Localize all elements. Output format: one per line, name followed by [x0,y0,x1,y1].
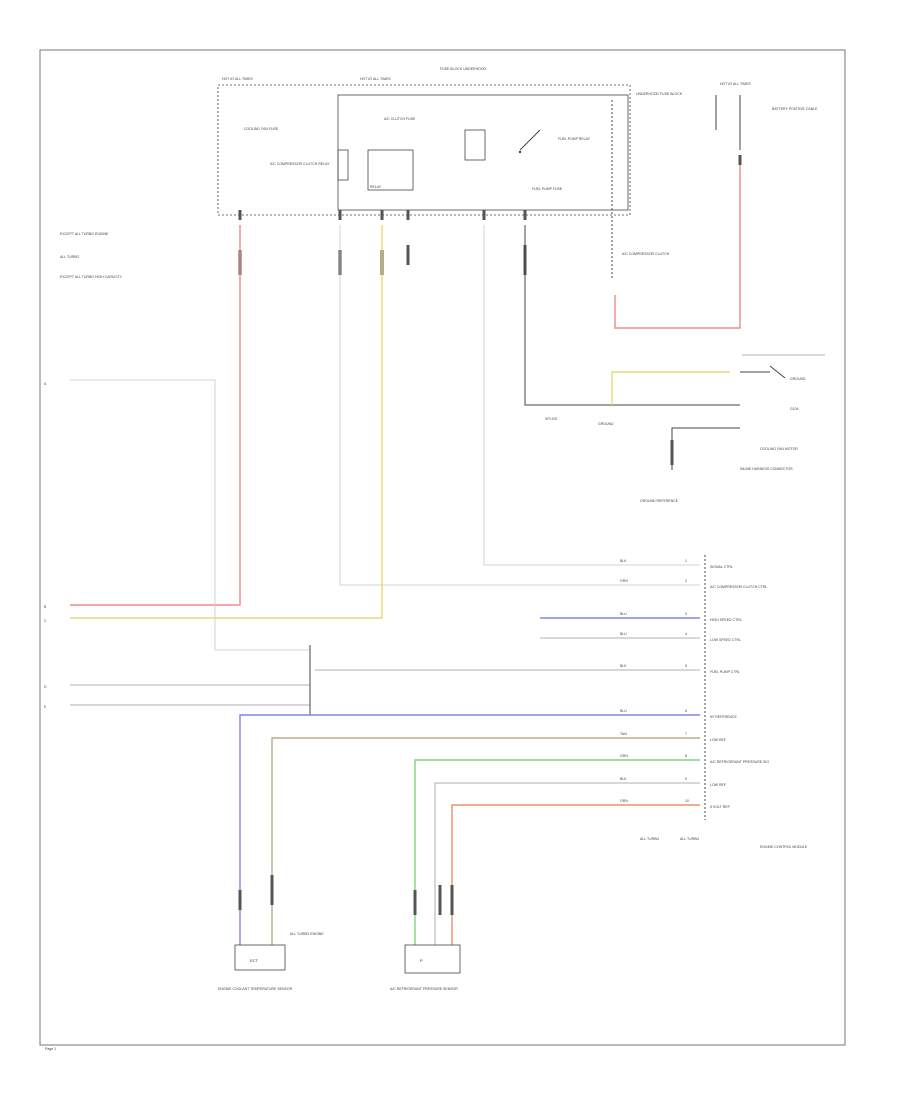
ecm-pin-7-label: LOW REF [710,738,726,742]
inline-connector-label: INLINE HARNESS CONNECTOR [740,467,793,471]
red-wire-battery [614,165,741,329]
yellow-wire-right [611,371,730,405]
fuse-right-label: HOT AT ALL TIMES [720,82,751,86]
fuse-block-underhood [217,84,631,216]
ac-clutch-fuse-label: A/C CLUTCH FUSE [384,117,416,121]
ecm-pin-9-wire: BLK [620,777,627,781]
cooling-fan-note: COOLING FAN MOTOR [760,447,798,451]
green-wire-pressure [414,759,700,945]
ground-point-label: GROUND REFERENCE [640,499,679,503]
ect-sensor-note: ALL TURBO ENGINE [290,932,324,936]
blue-wire-5v [239,714,700,945]
compressor-note: A/C COMPRESSOR CLUTCH [622,252,670,256]
ecm-pin-1-label: SIGNAL CTRL [710,565,733,569]
ecm-pin-2-num: 2 [685,579,687,583]
orange-wire-5v [451,804,700,945]
ecm-pin-7-num: 7 [685,732,687,736]
splice-label: SPLICE [545,417,558,421]
ac-pressure-sensor-box [404,944,461,974]
underhood-note-label: UNDERHOOD FUSE BLOCK [636,92,683,96]
ect-sensor-label: ENGINE COOLANT TEMPERATURE SENSOR [218,987,293,991]
left-terminal-b: B [44,605,47,609]
fuel-pump-relay-coil [464,129,486,161]
ecm-pin-9-label: LOW REF [710,783,726,787]
left-terminal-c: C [44,619,47,623]
ecm-pin-8-num: 8 [685,754,687,758]
left-terminal-e: E [44,705,47,709]
ecm-turbo-note-a: ALL TURBO [640,837,660,841]
ecm-pin-3-wire: BLU [620,612,627,616]
ect-sensor-text: ECT [250,958,259,963]
diagram-frame [39,49,846,1046]
gray-wire-fuse [483,225,700,566]
ecm-pin-9-num: 9 [685,777,687,781]
ground-b-label: GROUND [790,377,806,381]
fuel-pump-relay-switch [519,129,541,151]
ecm-pin-4-wire: BLU [620,632,627,636]
ac-relay-switch-label: RELAY [370,185,382,189]
left-terminal-d: D [44,685,47,689]
ground-a-label: GROUND [598,422,614,426]
cooling-fan-fuse-label: COOLING FAN FUSE [244,127,279,131]
fuse-box-label: FUSE BLOCK UNDERHOOD [440,67,487,71]
ecm-pin-10-label: 5 VOLT REF [710,805,730,809]
ecm-pin-8-label: A/C REFRIGERANT PRESSURE SIG [710,760,769,764]
ecm-pin-1-wire: BLK [620,559,627,563]
fuel-pump-relay-label: FUEL PUMP RELAY [558,137,591,141]
yellow-wire-left [70,225,383,619]
fuse-left-label: HOT AT ALL TIMES [222,77,253,81]
ecm-pin-4-label: LOW SPEED CTRL [710,638,741,642]
right-fuse-body [715,95,741,150]
ecm-pin-8-wire: GRN [620,754,628,758]
ecm-pin-1-num: 1 [685,559,687,563]
ac-relay-label: A/C COMPRESSOR CLUTCH RELAY [270,162,330,166]
battery-note-label: BATTERY POSITIVE CABLE [772,107,818,111]
left-note-1: EXCEPT ALL TURBO ENGINE [60,232,109,236]
ecm-pin-5-num: 5 [685,664,687,668]
ac-relay-coil [337,149,349,181]
black-wire-fuel-pump [524,225,740,406]
ecm-pin-3-label: HIGH SPEED CTRL [710,618,742,622]
left-note-3: EXCEPT ALL TURBO HIGH CAPACITY [60,275,123,279]
footer-code: Page 1 [45,1047,56,1051]
ecm-pin-5-wire: BLK [620,664,627,668]
ecm-pin-6-num: 6 [685,709,687,713]
ecm-pin-6-wire: BLU [620,709,627,713]
left-terminal-a: A [44,382,47,386]
fuse-mid-label: HOT AT ALL TIMES [360,77,391,81]
ecm-pin-2-wire: GRN [620,579,628,583]
ecm-pin-5-label: FUEL PUMP CTRL [710,670,740,674]
ecm-pin-3-num: 3 [685,612,687,616]
gray-wire-relay [339,225,700,586]
ecm-pin-10-wire: ORN [620,799,628,803]
relay-contact-dot [518,150,522,154]
tan-wire-low-ref [271,737,700,945]
left-note-2: ALL TURBO [60,255,80,259]
ecm-turbo-note-b: ALL TURBO [680,837,700,841]
ect-sensor-box [234,944,286,971]
ecm-pin-7-wire: TAN [620,732,627,736]
ac-relay-contact [367,149,414,191]
motor-switch [740,365,786,379]
gray-wire-left [70,379,310,651]
ecm-pin-6-label: 5V REFERENCE [710,715,738,719]
ground-label: G104 [790,407,799,411]
ac-pressure-sensor-text: P [420,958,423,963]
ecm-pin-2-label: A/C COMPRESSOR CLUTCH CTRL [710,585,767,589]
black-wire-ground [671,427,740,470]
ecm-pin-10-num: 10 [685,799,689,803]
ecm-pin-4-num: 4 [685,632,687,636]
fuel-pump-fuse-label: FUEL PUMP FUSE [532,187,563,191]
ac-pressure-sensor-label: A/C REFRIGERANT PRESSURE SENSOR [390,987,458,991]
black-wire-low-ref [434,782,700,945]
relay-inner-box [337,94,629,211]
red-wire-left [70,225,241,606]
ecm-title: ENGINE CONTROL MODULE [760,845,808,849]
